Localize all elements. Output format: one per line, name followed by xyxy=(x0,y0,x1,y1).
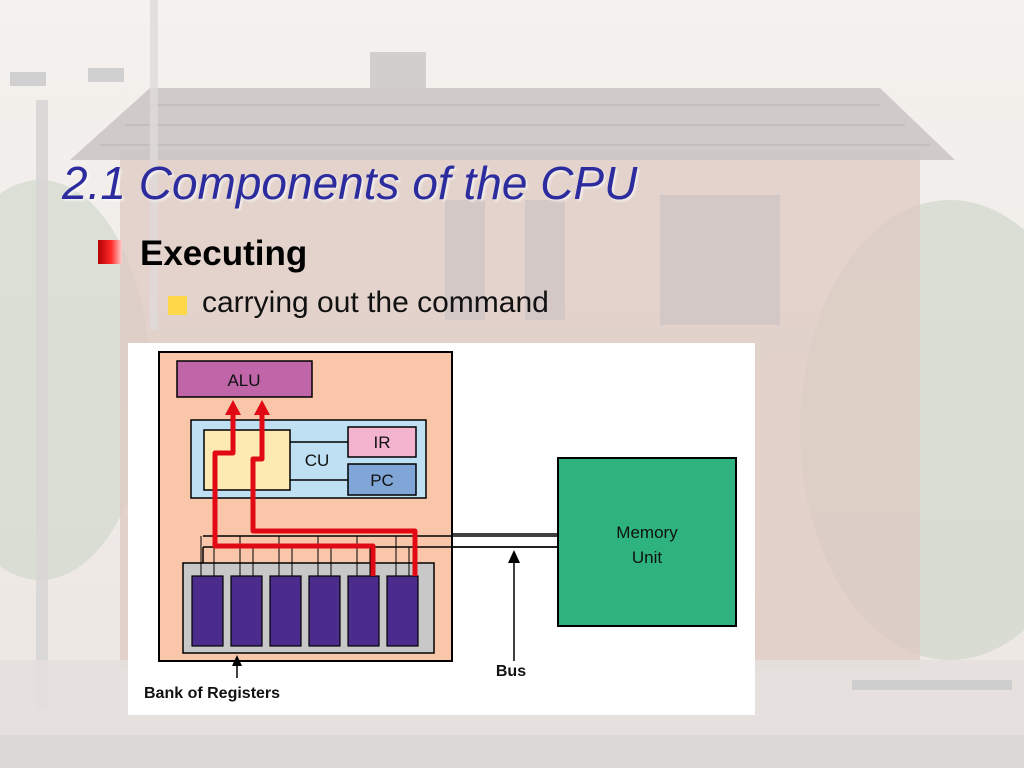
cu-label: CU xyxy=(305,451,330,470)
cu-box xyxy=(203,429,291,491)
cpu-diagram: ALU CU IR PC Memory Unit Bus Bank o xyxy=(128,343,755,715)
pc-box xyxy=(347,463,417,496)
bank-pointer-arrowhead xyxy=(232,655,242,666)
pc-label: PC xyxy=(370,471,394,490)
alu-box xyxy=(176,360,313,398)
bus-pointer-arrowhead xyxy=(508,550,520,563)
bullet-marker-level2 xyxy=(168,296,187,315)
ir-label: IR xyxy=(374,433,391,452)
register-6 xyxy=(386,575,419,647)
register-5 xyxy=(347,575,380,647)
bullet-text-carrying-out: carrying out the command xyxy=(202,286,549,319)
signal-arrowhead-left xyxy=(225,400,241,415)
memory-unit-box xyxy=(557,457,737,627)
bullet-marker-level1 xyxy=(98,240,122,264)
bank-label: Bank of Registers xyxy=(144,685,280,702)
signal-path-inner xyxy=(250,408,418,576)
bullet-text-executing: Executing xyxy=(140,234,308,273)
bus-label: Bus xyxy=(496,663,526,680)
register-3 xyxy=(269,575,302,647)
register-4 xyxy=(308,575,341,647)
signal-path-outer xyxy=(212,408,376,576)
memory-label-line2: Unit xyxy=(632,548,663,567)
register-2 xyxy=(230,575,263,647)
register-1 xyxy=(191,575,224,647)
signal-arrowhead-right xyxy=(254,400,270,415)
register-taps xyxy=(200,536,410,576)
memory-label-line1: Memory xyxy=(616,523,678,542)
slide-title: 2.1 Components of the CPU xyxy=(62,157,638,209)
alu-label: ALU xyxy=(227,371,260,390)
registers-group xyxy=(191,575,419,647)
